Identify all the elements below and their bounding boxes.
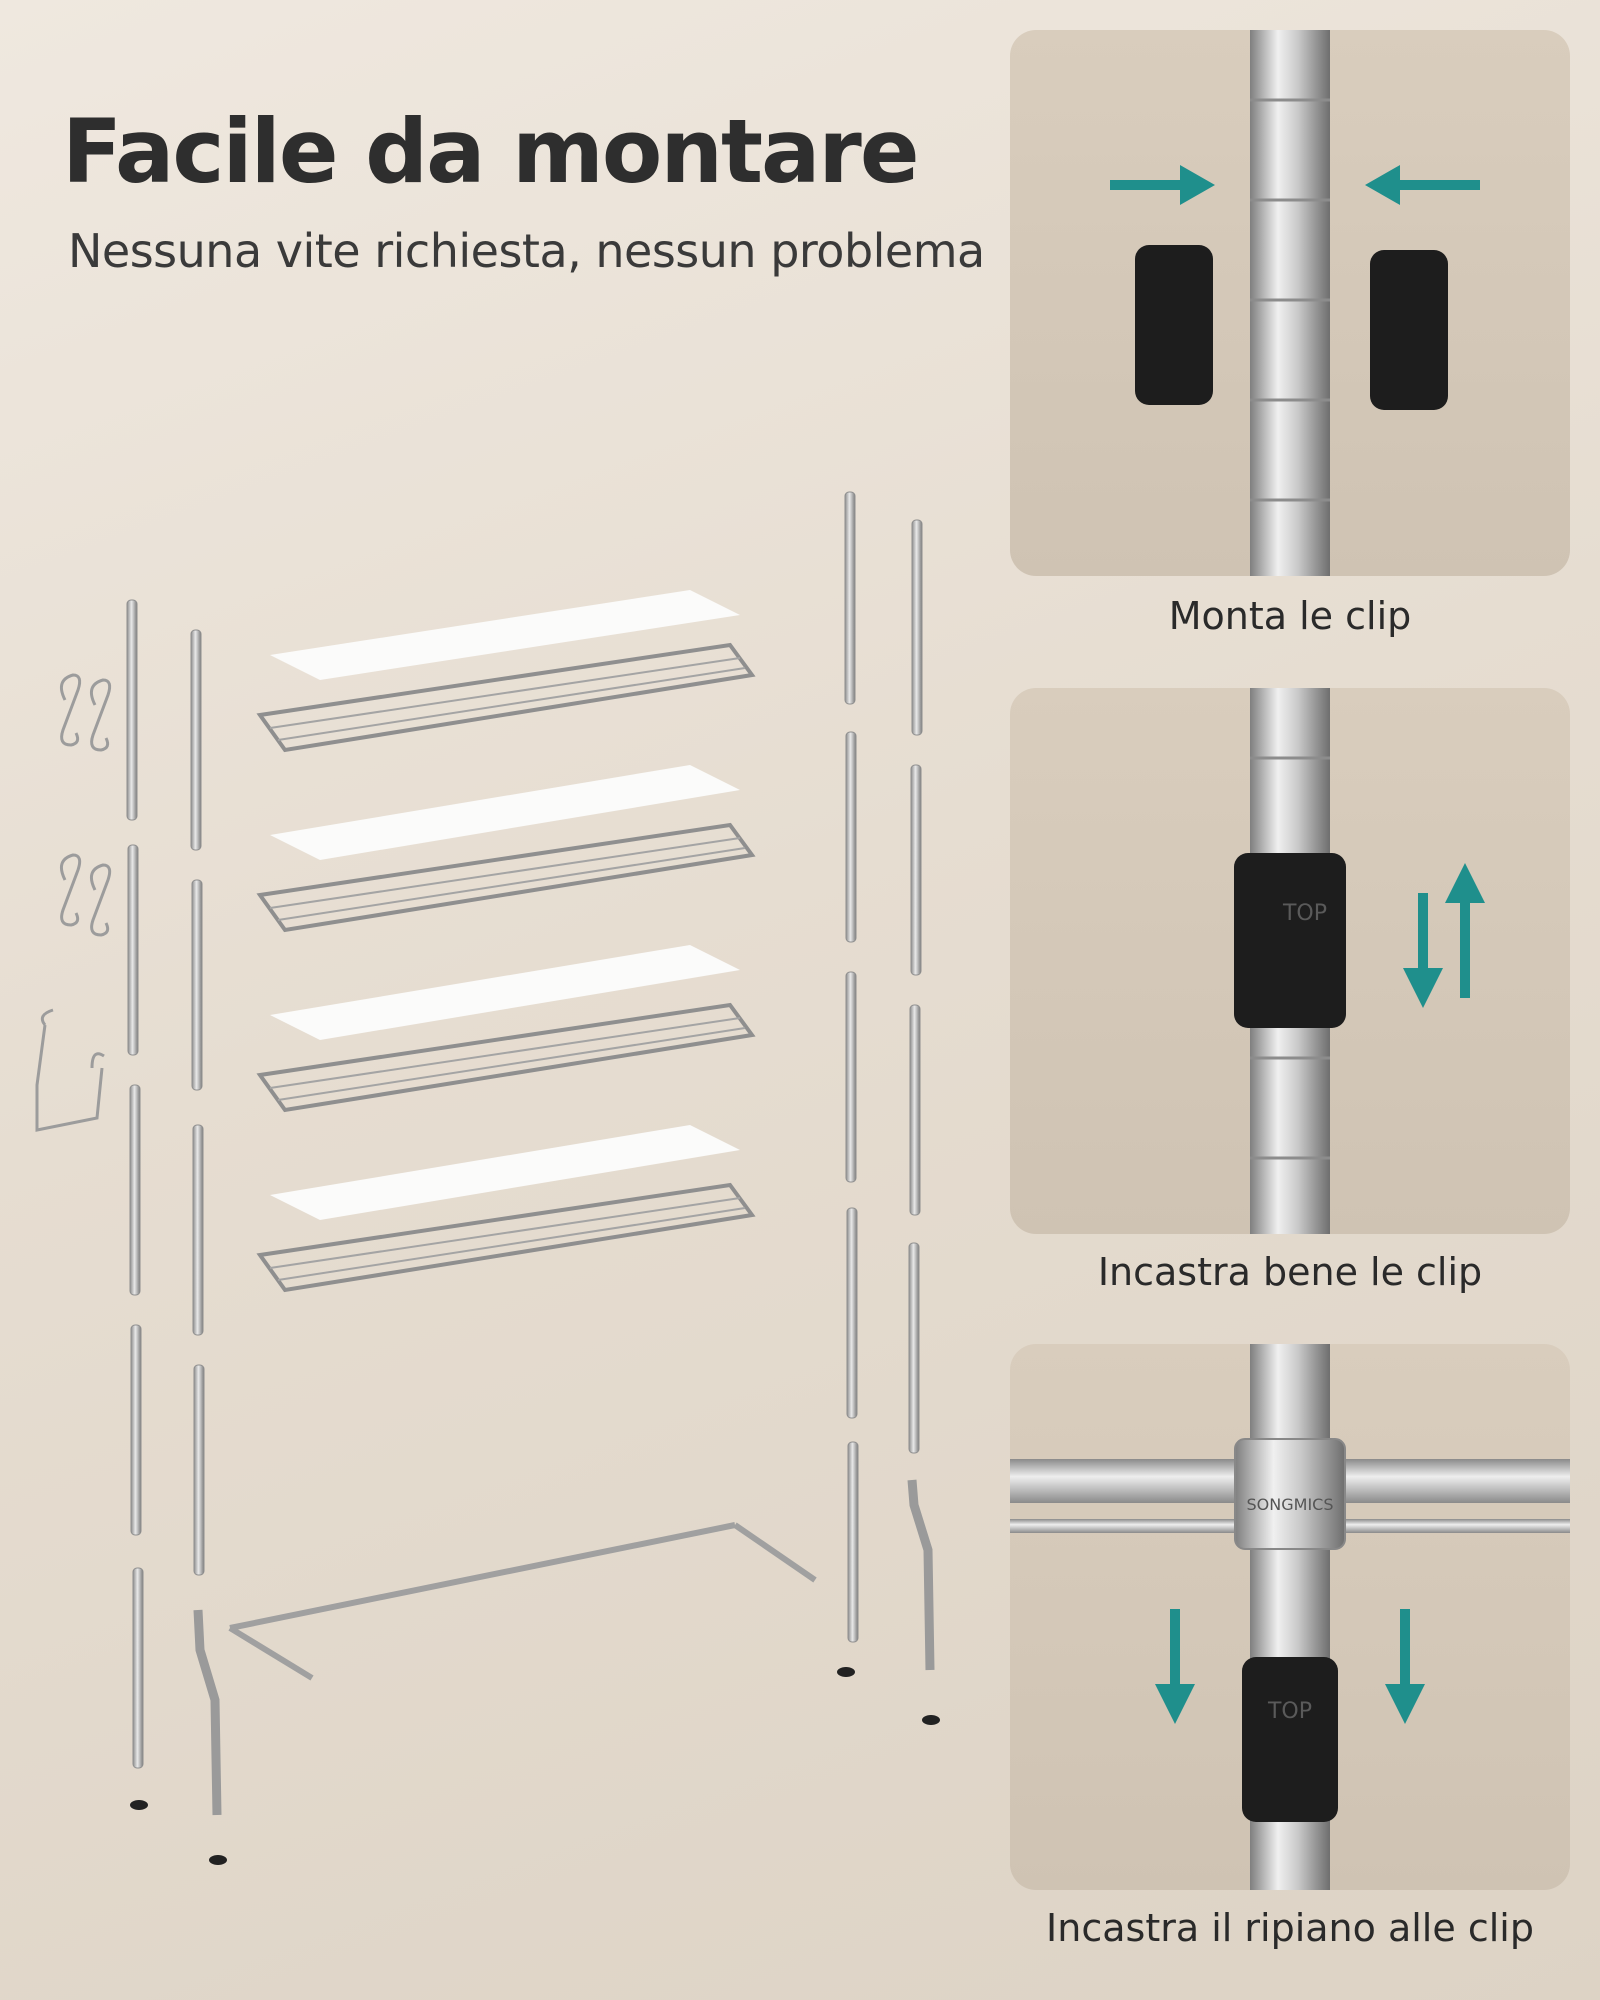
arrow-down-icon <box>1403 893 1443 1008</box>
arrow-down-right-icon <box>1385 1609 1425 1724</box>
clip-top-label-2: TOP <box>1267 1699 1312 1724</box>
shelf-4 <box>256 1125 756 1293</box>
clip-fit-icon: TOP <box>1234 688 1485 1234</box>
arrow-right-icon <box>1110 165 1215 205</box>
step-caption-3: Incastra il ripiano alle clip <box>1046 1906 1534 1950</box>
clip-mount-icon <box>1110 30 1480 576</box>
clip-top-label: TOP <box>1282 901 1327 926</box>
base-frame <box>228 1522 817 1681</box>
exploded-parts-illustration <box>0 460 1000 1880</box>
page-subtitle: Nessuna vite richiesta, nessun problema <box>68 224 985 278</box>
step-caption-2: Incastra bene le clip <box>1097 1250 1483 1294</box>
pole-segments-left-b <box>190 629 205 1576</box>
step-panel-2: TOP <box>1010 688 1570 1234</box>
pole-segments-left-a <box>126 599 144 1769</box>
shelf-3 <box>256 945 756 1113</box>
shelf-1 <box>256 590 756 753</box>
step-panel-1 <box>1010 30 1570 576</box>
s-hook-icons <box>35 673 112 1132</box>
shelf-fit-icon: SONGMICS TOP <box>1010 1344 1570 1890</box>
step-panel-3: SONGMICS TOP <box>1010 1344 1570 1890</box>
pole-segments-right-b <box>908 519 923 1454</box>
step-caption-1: Monta le clip <box>1168 594 1412 638</box>
arrow-up-icon <box>1445 863 1485 998</box>
shelf-2 <box>256 765 756 933</box>
page-title: Facile da montare <box>62 100 919 203</box>
pole-segments-right-a <box>844 491 859 1643</box>
brand-sleeve-label: SONGMICS <box>1247 1495 1334 1514</box>
arrow-down-left-icon <box>1155 1609 1195 1724</box>
arrow-left-icon <box>1365 165 1480 205</box>
